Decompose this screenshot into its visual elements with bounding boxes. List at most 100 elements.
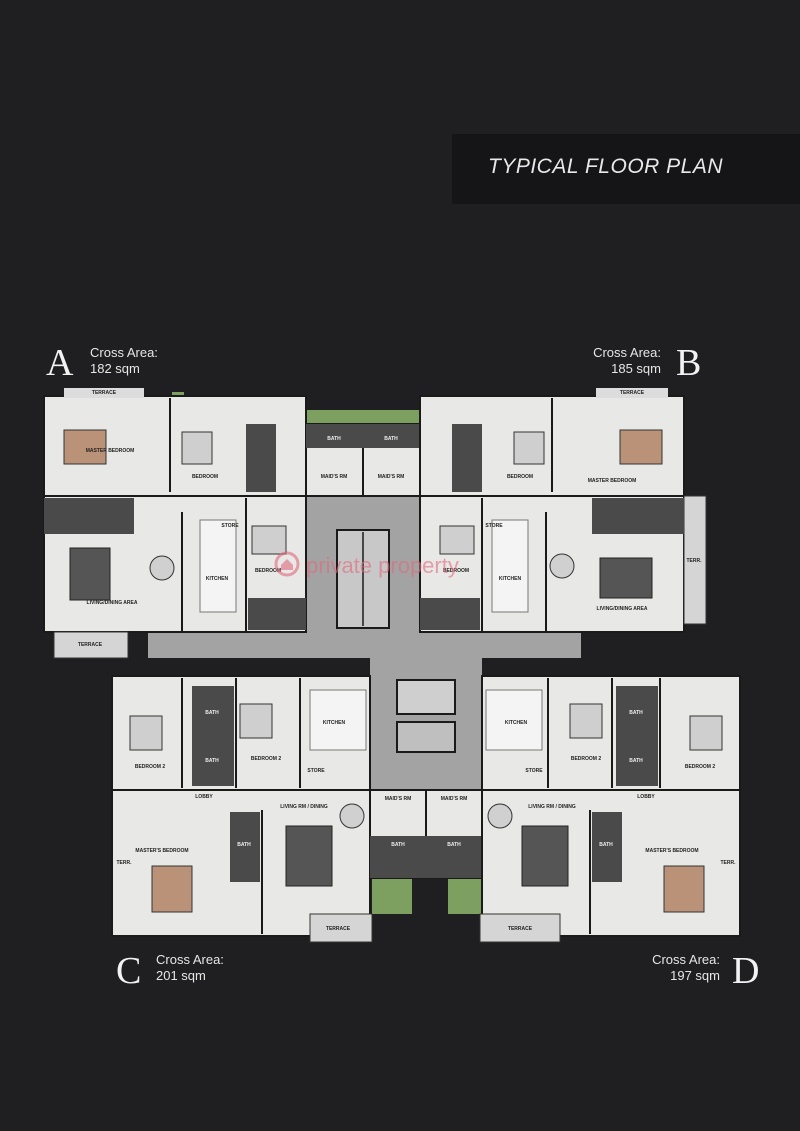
room-label: BEDROOM [192,474,218,480]
room-label: BATH [237,842,251,848]
sofa-set [69,547,111,601]
main-corridor [148,630,581,658]
room-label: BATH [205,710,219,716]
area-value: 182 sqm [90,361,140,376]
bed [569,703,603,739]
room-label: BEDROOM [255,568,281,574]
home-pin-icon [274,551,300,577]
unit-c-area: Cross Area: 201 sqm [156,952,224,984]
room-label: BATH [391,842,405,848]
area-value: 201 sqm [156,968,206,983]
room-label: BEDROOM 2 [135,764,166,770]
dining-table [149,555,175,581]
area-value: 197 sqm [670,968,720,983]
area-value: 185 sqm [611,361,661,376]
unit-letter-d: D [732,950,760,992]
room-label: MASTER'S BEDROOM [135,848,188,854]
room-label: STORE [307,768,325,774]
room-label: MAID'S RM [321,474,347,480]
area-label: Cross Area: [652,952,720,967]
room-label: MASTER BEDROOM [588,478,637,484]
unit-letter-a: A [46,342,74,384]
planting [448,878,484,914]
bed [663,865,705,913]
room-label: KITCHEN [505,720,528,726]
unit-letter-c: C [116,950,142,992]
kitchen-counter [199,519,237,613]
area-label: Cross Area: [90,345,158,360]
dining-table [487,803,513,829]
room-label: LIVING RM / DINING [528,804,576,810]
room-label: BATH [384,436,398,442]
bath-a2 [44,498,134,534]
title-banner: TYPICAL FLOOR PLAN [452,134,800,204]
sofa-set [599,557,653,599]
room-label: BATH [629,758,643,764]
unit-letter-b: B [676,342,702,384]
page-title: TYPICAL FLOOR PLAN [488,155,724,178]
unit-b-area: Cross Area: 185 sqm [560,345,661,377]
room-label: KITCHEN [206,576,229,582]
bath-b2 [592,498,684,534]
bed [513,431,545,465]
unit-a: MASTER BEDROOM BEDROOM BEDROOM KITCHEN S… [43,388,307,659]
bed [129,715,163,751]
room-label: BATH [599,842,613,848]
room-label: TERRACE [508,926,533,932]
room-label: TERR. [687,558,703,564]
room-label: BATH [327,436,341,442]
room-label: KITCHEN [499,576,522,582]
sofa-set [521,825,569,887]
room-label: MAID'S RM [385,796,411,802]
bed [439,525,475,555]
watermark-text: private property [306,553,459,578]
room-label: MAID'S RM [441,796,467,802]
area-label: Cross Area: [593,345,661,360]
room-label: LIVING RM / DINING [280,804,328,810]
store-central [396,721,456,753]
bath-b3 [420,598,480,630]
stair-core [396,679,456,715]
room-label: BEDROOM [443,568,469,574]
room-label: STORE [525,768,543,774]
bed [251,525,287,555]
room-label: TERR. [117,860,133,866]
room-label: LOBBY [195,794,213,800]
bed [689,715,723,751]
kitchen-counter [491,519,529,613]
maids-rooms-top: MAID'S RM MAID'S RM BATH BATH [305,423,421,497]
room-label: BEDROOM [507,474,533,480]
bed [63,429,107,465]
room-label: TERRACE [78,642,103,648]
bath-c2 [230,812,260,882]
planting [372,878,412,914]
kitchen-counter [309,689,367,751]
unit-a-area: Cross Area: 182 sqm [90,345,158,377]
bath-a3 [248,598,306,630]
bed [181,431,213,465]
room-label: LOBBY [637,794,655,800]
bath-d2 [592,812,622,882]
unit-c: BEDROOM 2 BEDROOM 2 KITCHEN STORE LOBBY … [111,675,373,943]
dining-table [549,553,575,579]
room-label: MAID'S RM [378,474,404,480]
room-label: MASTER BEDROOM [86,448,135,454]
unit-b: MASTER BEDROOM BEDROOM BEDROOM KITCHEN S… [419,388,707,633]
bed [619,429,663,465]
room-label: TERRACE [92,390,117,396]
sofa-set [285,825,333,887]
unit-d-area: Cross Area: 197 sqm [620,952,720,984]
room-label: BEDROOM 2 [251,756,282,762]
bed [239,703,273,739]
room-label: LIVING/DINING AREA [87,600,138,606]
room-label: MASTER'S BEDROOM [645,848,698,854]
room-label: BATH [447,842,461,848]
bath-a1 [246,424,276,492]
watermark: private property [274,551,459,579]
bed [151,865,193,913]
bath-c1 [192,686,234,786]
room-label: TERRACE [620,390,645,396]
room-label: BEDROOM 2 [685,764,716,770]
area-label: Cross Area: [156,952,224,967]
